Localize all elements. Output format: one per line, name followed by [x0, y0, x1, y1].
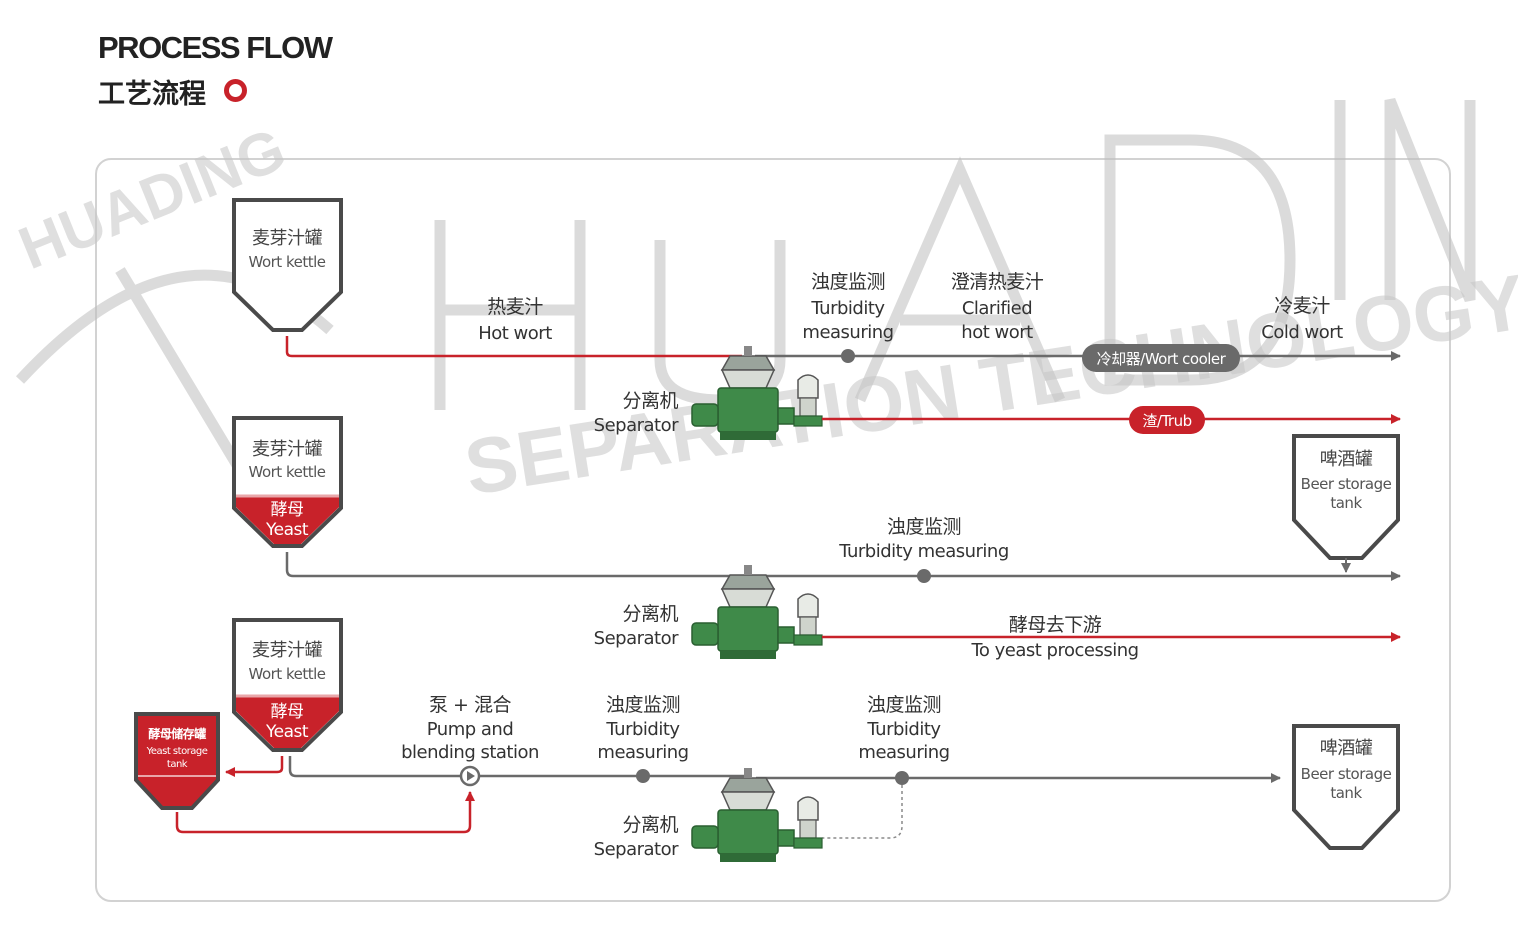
- cold-wort-label-en: Cold wort: [1261, 322, 1343, 343]
- pump-label-cn: 泵 + 混合: [429, 694, 511, 716]
- beer-tank-label-en1: Beer storage: [1301, 475, 1392, 493]
- wort-kettle-1: 麦芽汁罐 Wort kettle: [232, 198, 343, 332]
- blend-line: [288, 756, 744, 778]
- yeast-tank-label-en1: Yeast storage: [146, 746, 208, 757]
- turbidity2-label-en2: measuring: [858, 742, 949, 763]
- tank-label-cn: 麦芽汁罐: [252, 640, 322, 661]
- beer-tank-label-cn: 啤酒罐: [1320, 449, 1373, 470]
- turbidity2-label-en1: Turbidity: [866, 719, 941, 740]
- beer-tank-label-en1: Beer storage: [1301, 765, 1392, 783]
- pump-arrow-icon: [467, 771, 475, 781]
- yeast-wort-line: [285, 552, 1401, 581]
- yeast-tank-label-en2: tank: [167, 759, 188, 770]
- separator-label-cn: 分离机: [622, 814, 678, 836]
- separator-label-en: Separator: [594, 839, 679, 860]
- yeast-return-line: [175, 791, 475, 834]
- turbidity-label-en: Turbidity measuring: [838, 541, 1009, 562]
- turbidity-label-cn: 浊度监测: [811, 271, 885, 293]
- tank-label-cn: 麦芽汁罐: [252, 439, 322, 460]
- yeast-label-cn: 酵母: [271, 702, 304, 722]
- turbidity-label-cn: 浊度监测: [887, 516, 961, 538]
- beer-storage-tank-1: 啤酒罐 Beer storage tank: [1292, 434, 1400, 560]
- hot-wort-line: [285, 336, 742, 358]
- beer-storage-tank-2: 啤酒罐 Beer storage tank: [1292, 724, 1400, 850]
- page-title: PROCESS FLOW: [98, 30, 333, 65]
- pump-label-en1: Pump and: [427, 719, 514, 740]
- turbidity1-label-cn: 浊度监测: [606, 694, 680, 716]
- turbidity-label-en2: measuring: [802, 322, 893, 343]
- wort-kettle-3: 麦芽汁罐 Wort kettle 酵母 Yeast: [232, 618, 343, 752]
- yeast-label-en: Yeast: [265, 722, 309, 742]
- turbidity-sensor-icon: [841, 349, 855, 363]
- trub-label: 渣/Trub: [1142, 412, 1191, 430]
- tank-label-en: Wort kettle: [249, 253, 326, 271]
- clarified-label-en2: hot wort: [961, 322, 1033, 343]
- sensor-signal-line: [822, 785, 903, 839]
- wort-kettle-2: 麦芽汁罐 Wort kettle 酵母 Yeast: [232, 416, 343, 548]
- separator-label-en: Separator: [594, 628, 679, 649]
- tank-label-en: Wort kettle: [249, 463, 326, 481]
- hot-wort-label-cn: 热麦汁: [487, 296, 543, 318]
- turbidity1-label-en1: Turbidity: [605, 719, 680, 740]
- separator-label-cn: 分离机: [622, 603, 678, 625]
- turbidity-sensor-icon: [636, 769, 650, 783]
- yeast-to-storage-line: [225, 756, 284, 777]
- pump-label-en2: blending station: [401, 742, 539, 763]
- yeast-out-label-en: To yeast processing: [970, 640, 1138, 661]
- diagram-frame: [95, 158, 1451, 902]
- yeast-out-label-cn: 酵母去下游: [1009, 614, 1102, 636]
- trub-badge: [1129, 406, 1205, 434]
- separator-icon: [691, 767, 823, 863]
- wort-cooler-label: 冷却器/Wort cooler: [1097, 350, 1227, 368]
- beer-tank-label-en2: tank: [1330, 494, 1362, 512]
- beer-tank-label-en2: tank: [1330, 784, 1362, 802]
- tank-label-cn: 麦芽汁罐: [252, 228, 322, 249]
- separator-label-en: Separator: [594, 415, 679, 436]
- yeast-label-cn: 酵母: [271, 500, 304, 520]
- page-subtitle: 工艺流程: [98, 79, 206, 110]
- separator-icon: [691, 564, 823, 660]
- turbidity-sensor-icon: [895, 771, 909, 785]
- hot-wort-label-en: Hot wort: [478, 323, 552, 344]
- beer-tank-label-cn: 啤酒罐: [1320, 738, 1373, 759]
- clarified-label-en1: Clarified: [962, 298, 1032, 319]
- subtitle-dot-icon: [224, 79, 247, 102]
- yeast-tank-label-cn: 酵母储存罐: [148, 726, 206, 741]
- tank-label-en: Wort kettle: [249, 665, 326, 683]
- yeast-storage-tank: 酵母储存罐 Yeast storage tank: [134, 712, 220, 810]
- turbidity2-label-cn: 浊度监测: [867, 694, 941, 716]
- turbidity-sensor-icon: [917, 569, 931, 583]
- separator-label-cn: 分离机: [622, 390, 678, 412]
- turbidity-label-en1: Turbidity: [810, 298, 885, 319]
- wort-cooler-badge: [1082, 344, 1240, 372]
- cold-wort-label-cn: 冷麦汁: [1274, 295, 1330, 317]
- turbidity1-label-en2: measuring: [597, 742, 688, 763]
- clarified-label-cn: 澄清热麦汁: [951, 271, 1044, 293]
- yeast-label-en: Yeast: [265, 520, 309, 540]
